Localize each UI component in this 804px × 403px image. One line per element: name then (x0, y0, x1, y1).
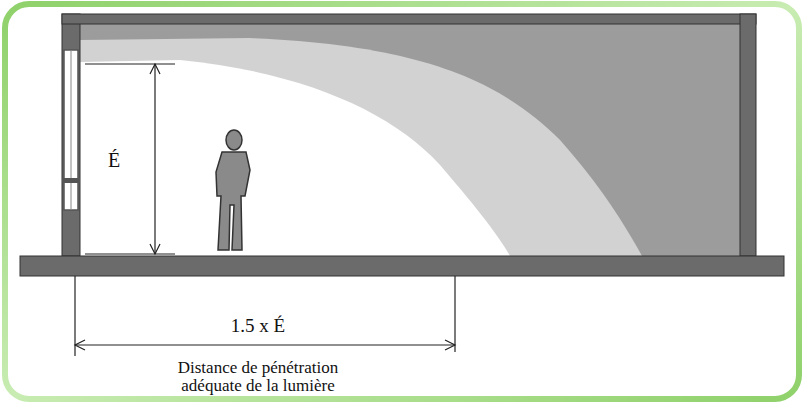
frame (5, 4, 799, 399)
left-wall (62, 14, 80, 256)
window (64, 50, 78, 210)
dimension-caption: Distance de pénétration adéquate de la l… (163, 359, 353, 396)
light-band (80, 38, 642, 256)
height-label: É (108, 149, 120, 171)
room-interior (80, 24, 740, 256)
lit-zone (80, 60, 510, 256)
right-wall (740, 14, 756, 256)
window-transom (62, 178, 80, 183)
dimension-value: 1.5 x É (231, 316, 285, 337)
ceiling (62, 14, 756, 24)
height-dimension (85, 64, 175, 254)
penetration-dimension (75, 276, 455, 356)
person-silhouette (216, 130, 250, 250)
window-pane (71, 50, 72, 210)
floor-slab (20, 256, 784, 276)
